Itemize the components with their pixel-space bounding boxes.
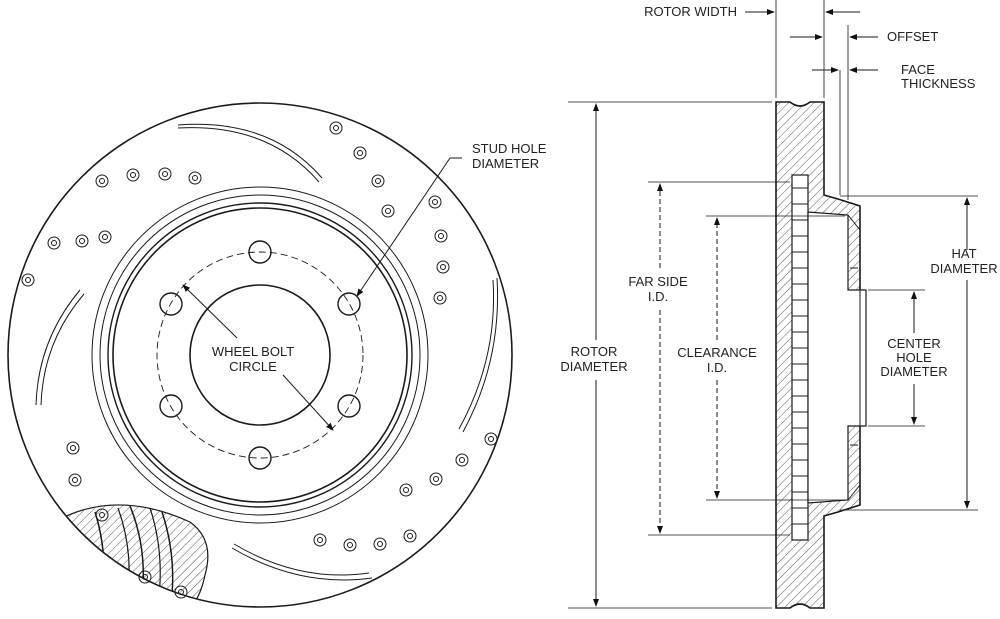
clearance-label-2: I.D. bbox=[707, 360, 727, 375]
drilled-hole bbox=[484, 432, 498, 446]
wheel-bolt-label: WHEEL BOLT bbox=[212, 344, 294, 359]
drilled-hole bbox=[95, 174, 109, 188]
drilled-hole bbox=[66, 441, 80, 455]
drilled-hole bbox=[98, 230, 112, 244]
center-hole-label: CENTER bbox=[887, 336, 940, 351]
drilled-hole bbox=[68, 473, 82, 487]
drilled-hole bbox=[428, 195, 442, 209]
drilled-hole bbox=[381, 204, 395, 218]
stud-hole bbox=[337, 292, 361, 316]
rotor-outer-edge bbox=[7, 102, 513, 608]
drilled-hole bbox=[371, 174, 385, 188]
rotor-diameter-label-2: DIAMETER bbox=[560, 359, 627, 374]
extension-lines bbox=[568, 0, 978, 609]
far-side-id-dimension: FAR SIDE I.D. bbox=[628, 183, 688, 534]
drilled-hole bbox=[343, 538, 357, 552]
rotor-width-label: ROTOR WIDTH bbox=[644, 4, 737, 19]
center-hole-dimension: CENTER HOLE DIAMETER bbox=[880, 291, 948, 425]
rotor-diameter-label: ROTOR bbox=[571, 344, 618, 359]
rotor-diameter-dimension: ROTOR DIAMETER bbox=[560, 103, 628, 607]
face-thickness-label: FACE bbox=[901, 62, 935, 77]
rotor-section-view bbox=[775, 101, 867, 609]
braking-surface-inner bbox=[91, 186, 429, 524]
cutaway-section bbox=[59, 504, 209, 607]
drilled-hole bbox=[429, 472, 443, 486]
hat-outer-ring bbox=[99, 194, 421, 516]
drilled-hole bbox=[436, 260, 450, 274]
cooling-vanes bbox=[791, 174, 809, 541]
stud-holes bbox=[159, 240, 361, 470]
drilled-hole bbox=[353, 146, 367, 160]
rotor-width-dimension: ROTOR WIDTH bbox=[644, 4, 860, 19]
drilled-hole bbox=[158, 167, 172, 181]
hat-diameter-label-2: DIAMETER bbox=[930, 261, 997, 276]
drilled-hole bbox=[47, 236, 61, 250]
wheel-bolt-circle-callout: WHEEL BOLT CIRCLE bbox=[182, 284, 334, 431]
drilled-hole bbox=[126, 168, 140, 182]
drilled-hole bbox=[21, 273, 35, 287]
drilled-hole bbox=[455, 453, 469, 467]
hat-inner bbox=[807, 211, 867, 504]
stud-hole bbox=[248, 240, 272, 264]
drilled-hole bbox=[75, 234, 89, 248]
face-thickness-dimension: FACE THICKNESS bbox=[812, 62, 976, 91]
drilled-hole bbox=[313, 533, 327, 547]
hat-diameter-dimension: HAT DIAMETER bbox=[930, 197, 998, 509]
drilled-hole bbox=[433, 291, 447, 305]
offset-label: OFFSET bbox=[887, 29, 938, 44]
clearance-label: CLEARANCE bbox=[677, 345, 757, 360]
drilled-hole bbox=[188, 171, 202, 185]
clearance-id-dimension: CLEARANCE I.D. bbox=[677, 217, 757, 499]
offset-dimension: OFFSET bbox=[790, 29, 938, 44]
center-hole bbox=[189, 284, 331, 426]
hat-step-ring bbox=[107, 202, 413, 508]
face-thickness-label-2: THICKNESS bbox=[901, 76, 976, 91]
wheel-bolt-circle bbox=[156, 251, 364, 459]
stud-hole-callout: STUD HOLE DIAMETER bbox=[356, 141, 547, 297]
drilled-hole bbox=[403, 529, 417, 543]
stud-hole bbox=[337, 394, 361, 418]
hat-diameter-label: HAT bbox=[951, 246, 976, 261]
drilled-hole bbox=[329, 121, 343, 135]
stud-hole-label: STUD HOLE bbox=[472, 141, 547, 156]
drilled-hole bbox=[434, 229, 448, 243]
far-side-label: FAR SIDE bbox=[628, 274, 688, 289]
center-hole-label-3: DIAMETER bbox=[880, 364, 947, 379]
stud-hole bbox=[159, 292, 183, 316]
center-hole-label-2: HOLE bbox=[896, 350, 932, 365]
stud-hole bbox=[159, 394, 183, 418]
stud-hole-label-2: DIAMETER bbox=[472, 156, 539, 171]
stud-hole bbox=[248, 446, 272, 470]
drilled-hole bbox=[373, 537, 387, 551]
drilled-hole bbox=[399, 483, 413, 497]
hat-face-ring bbox=[112, 207, 408, 503]
curved-slots bbox=[35, 123, 499, 581]
far-side-label-2: I.D. bbox=[648, 289, 668, 304]
wheel-bolt-label-2: CIRCLE bbox=[229, 359, 277, 374]
